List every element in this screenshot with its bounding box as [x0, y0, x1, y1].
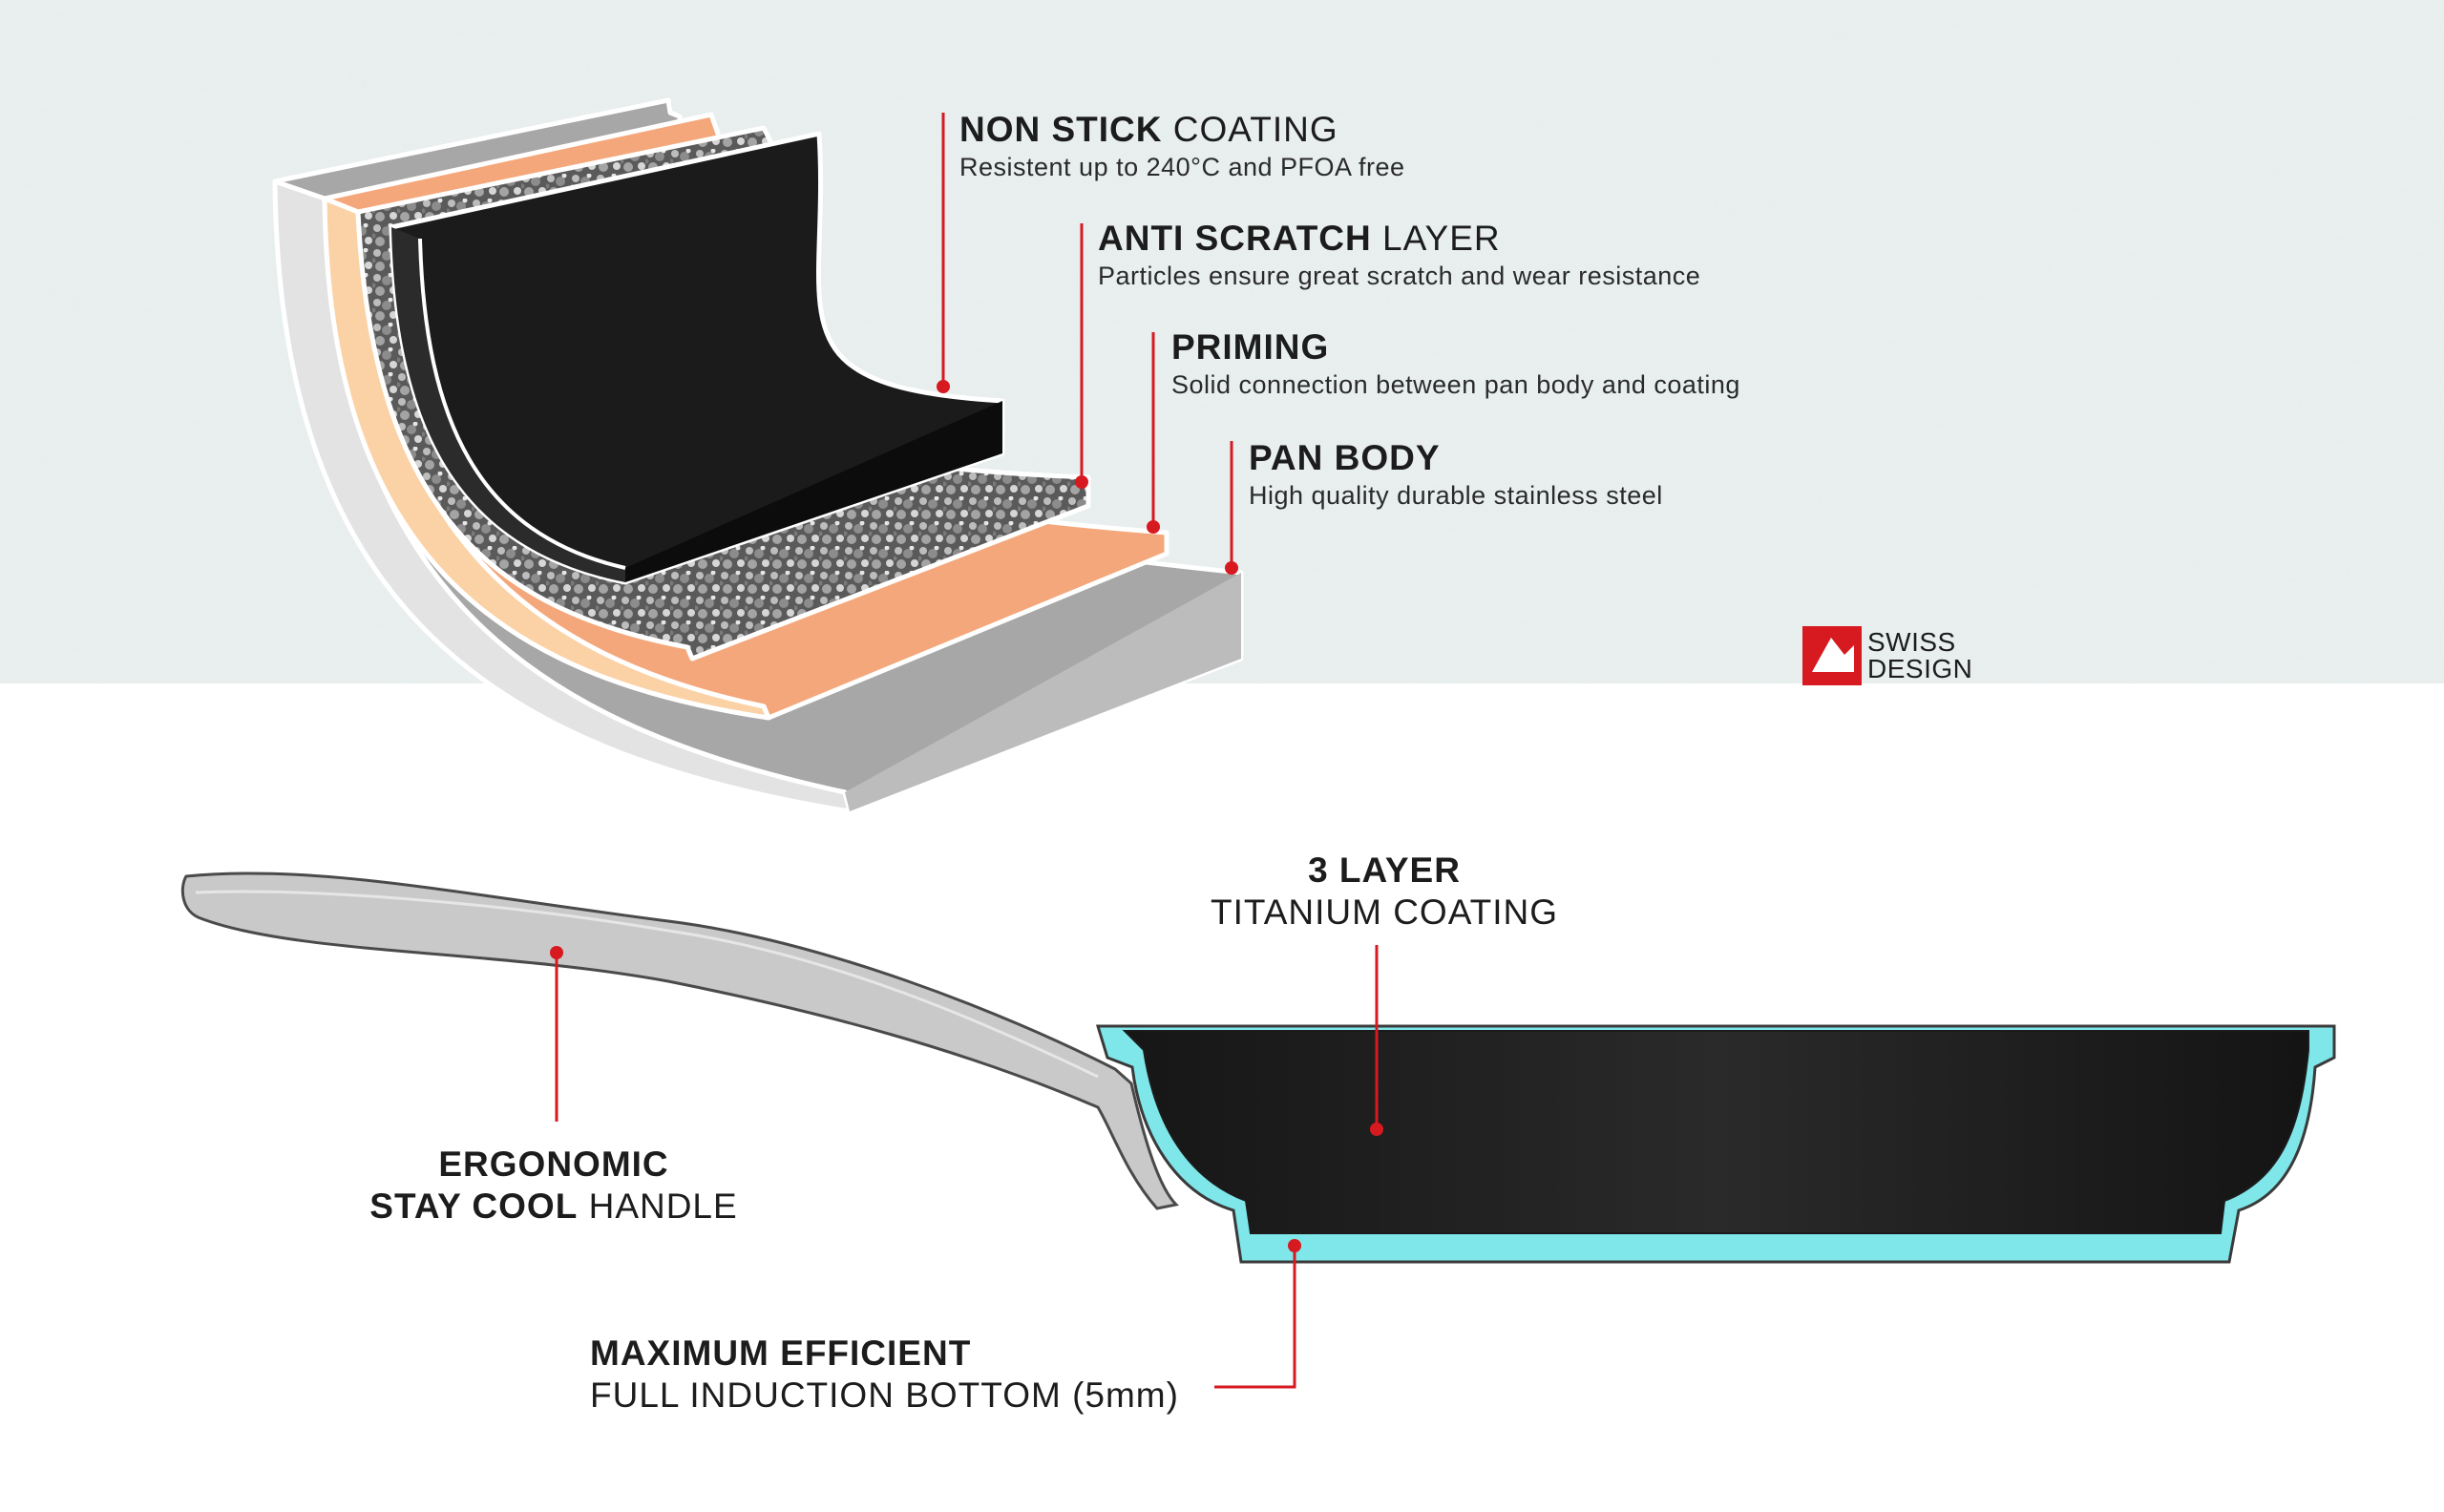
priming-label: PRIMING Solid connection between pan bod… — [1171, 327, 1740, 399]
layer-cross-section — [272, 97, 1244, 814]
anti-scratch-label: ANTI SCRATCH LAYER Particles ensure grea… — [1098, 219, 1701, 290]
pan-body-label: PAN BODY High quality durable stainless … — [1249, 438, 1663, 510]
induction-bottom-label: MAXIMUM EFFICIENT FULL INDUCTION BOTTOM … — [590, 1334, 1179, 1415]
swiss-design-logo-icon — [1802, 626, 1862, 685]
handle-label: ERGONOMIC STAY COOL HANDLE — [369, 1144, 738, 1226]
titanium-coating-label: 3 LAYER TITANIUM COATING — [1210, 850, 1559, 932]
pan-callouts — [550, 945, 1383, 1389]
pan-coating — [1122, 1030, 2309, 1234]
layer-callouts — [937, 113, 1238, 575]
non-stick-label: NON STICK COATING Resistent up to 240°C … — [959, 110, 1405, 181]
swiss-design-logo: SWISS DESIGN — [1867, 627, 1973, 683]
pan-handle — [180, 872, 1180, 1210]
pan-side-view — [180, 872, 2336, 1264]
